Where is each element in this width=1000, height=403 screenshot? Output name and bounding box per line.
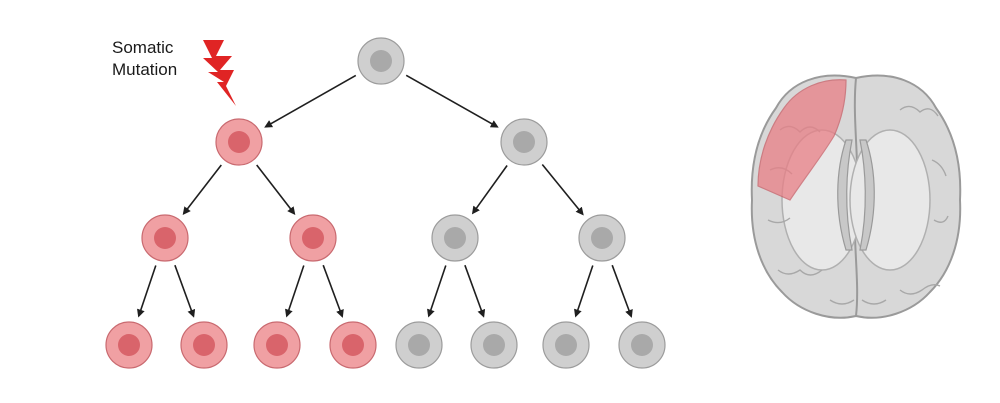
mutant-cell bbox=[329, 321, 377, 369]
cell-nucleus bbox=[302, 227, 324, 249]
cell-nucleus bbox=[591, 227, 613, 249]
brain-axial-section-icon bbox=[750, 74, 962, 319]
cell-nucleus bbox=[555, 334, 577, 356]
division-arrow bbox=[285, 265, 305, 318]
normal-cell bbox=[542, 321, 590, 369]
cell-nucleus bbox=[154, 227, 176, 249]
division-arrow bbox=[174, 264, 196, 318]
division-arrow bbox=[405, 74, 499, 128]
division-arrow bbox=[427, 265, 447, 318]
cells bbox=[105, 37, 666, 369]
mutant-cell bbox=[180, 321, 228, 369]
normal-cell bbox=[500, 118, 548, 166]
cell-nucleus bbox=[483, 334, 505, 356]
normal-cell bbox=[431, 214, 479, 262]
cell-nucleus bbox=[118, 334, 140, 356]
cell-nucleus bbox=[408, 334, 430, 356]
annotation-line-2: Mutation bbox=[112, 60, 177, 79]
cell-nucleus bbox=[631, 334, 653, 356]
normal-cell bbox=[578, 214, 626, 262]
cell-nucleus bbox=[513, 131, 535, 153]
mutant-cell bbox=[141, 214, 189, 262]
cell-nucleus bbox=[342, 334, 364, 356]
annotation-line-1: Somatic bbox=[112, 38, 174, 57]
division-arrow bbox=[541, 163, 584, 216]
mutant-cell bbox=[105, 321, 153, 369]
mutant-cell bbox=[253, 321, 301, 369]
division-arrow bbox=[574, 265, 594, 318]
division-arrow bbox=[464, 264, 486, 318]
division-arrow bbox=[322, 264, 344, 318]
cell-nucleus bbox=[266, 334, 288, 356]
cell-nucleus bbox=[193, 334, 215, 356]
cell-nucleus bbox=[228, 131, 250, 153]
division-arrows bbox=[137, 74, 633, 318]
division-arrow bbox=[256, 164, 296, 215]
cell-nucleus bbox=[444, 227, 466, 249]
division-arrow bbox=[137, 265, 157, 318]
lightning-bolt-icon bbox=[203, 40, 236, 106]
division-arrow bbox=[611, 264, 633, 318]
division-arrow bbox=[471, 165, 508, 215]
normal-cell bbox=[618, 321, 666, 369]
cell-nucleus bbox=[370, 50, 392, 72]
normal-cell bbox=[357, 37, 405, 85]
normal-cell bbox=[470, 321, 518, 369]
division-arrow bbox=[264, 74, 357, 128]
mutant-cell bbox=[215, 118, 263, 166]
mutant-cell bbox=[289, 214, 337, 262]
division-arrow bbox=[182, 164, 222, 215]
normal-cell bbox=[395, 321, 443, 369]
